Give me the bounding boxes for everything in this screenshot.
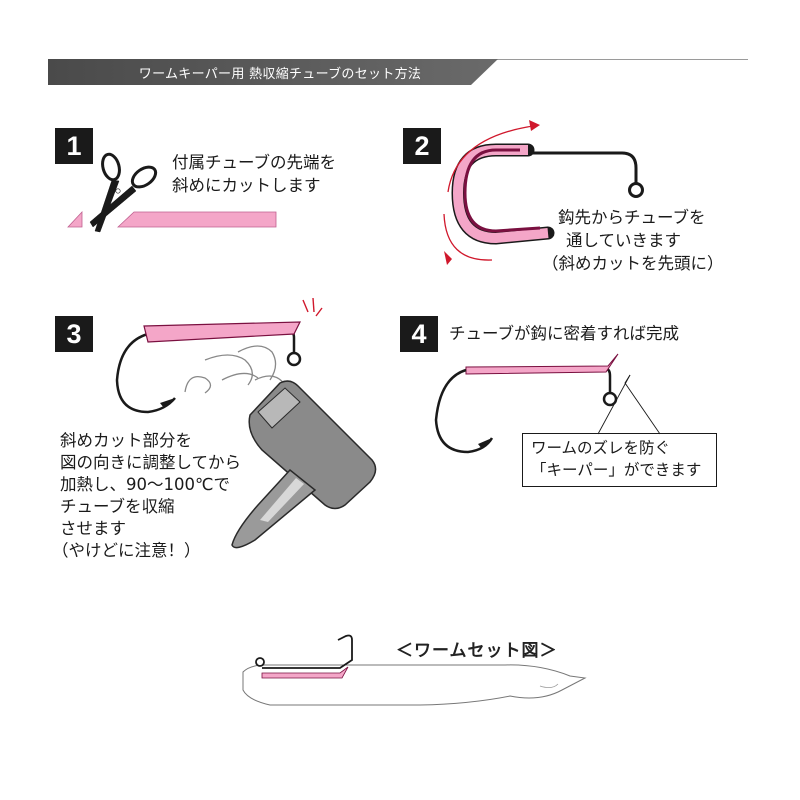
worm-hook-eye [255,657,265,667]
arrow-bottom-head [444,251,452,265]
step-4-illustration [434,353,661,454]
worm-set-caption: ＜ワームセット図＞ [396,641,558,661]
step-2-illustration [443,120,644,265]
step-2-line-1: 鈎先からチューブを [558,208,706,227]
cut-tube-piece [116,211,277,228]
step-4-text: チューブが鈎に密着すれば完成 [449,322,679,345]
hook-4-point [478,438,492,449]
step-4-badge: 4 [400,316,438,352]
worm-hook [262,634,353,669]
step-3-line-1: 斜めカット部分を [60,431,192,450]
tube-3 [143,321,301,343]
callout-line-1: ワームのズレを防ぐ [531,439,671,457]
cut-tube-tip [67,210,83,228]
header-bar [48,59,498,85]
steam-lines [184,345,286,394]
hook-3-eye [286,351,302,367]
step-1-line-2: 斜めにカットします [172,176,321,195]
step-3-line-5: させます [60,519,126,538]
hook-3-point [160,398,175,408]
page-title: ワームキーパー用 熱収縮チューブのセット方法 [138,67,422,82]
worm-set-illustration [242,634,587,706]
callout-line-2: 「キーパー」ができます [531,461,702,479]
hair-dryer-icon [231,380,377,549]
step-1-illustration [67,152,277,233]
step-3-line-2: 図の向きに調整してから [60,453,242,472]
hook-shank [492,151,638,183]
callout-pointer [624,374,661,435]
step-1-text: 付属チューブの先端を 斜めにカットします [172,151,336,197]
hook-wire-in-tube [463,148,541,233]
tube-4 [465,353,619,375]
step-3-line-6: （やけどに注意！） [52,541,201,560]
arrow-top-head [529,120,540,131]
hook-eye [628,182,644,198]
arrow-bottom-curve [443,213,493,261]
hook-3-bend [115,332,176,414]
keeper-callout: ワームのズレを防ぐ 「キーパー」ができます [522,433,717,487]
step-3-line-4: チューブを収縮 [60,497,175,516]
step-2-badge: 2 [403,128,441,164]
step-3-text: 斜めカット部分を 図の向きに調整してから 加熱し、90～100℃で チューブを収… [52,430,242,562]
step-2-line-3: （斜めカットを先頭に） [542,254,724,273]
step-1-line-1: 付属チューブの先端を [172,153,337,172]
heat-marks [302,297,323,317]
worm-tail-line [539,683,559,688]
hook-4-eye [602,391,618,407]
step-3-illustration [115,297,377,549]
hook-4-bend [434,368,494,454]
step-2-text: 鈎先からチューブを 通していきます （斜めカットを先頭に） [542,206,724,275]
step-1-badge: 1 [55,128,93,164]
scissors-icon [89,152,158,233]
worm-body [242,664,587,706]
worm-keeper-tube [261,666,349,679]
callout-pointer-2 [597,374,631,435]
step-4-line-1: チューブが鈎に密着すれば完成 [449,324,680,343]
arrow-top-curve [447,125,534,193]
step-3-badge: 3 [55,316,93,352]
step-2-line-2: 通していきます [566,231,682,250]
step-3-line-3: 加熱し、90～100℃で [60,475,231,494]
